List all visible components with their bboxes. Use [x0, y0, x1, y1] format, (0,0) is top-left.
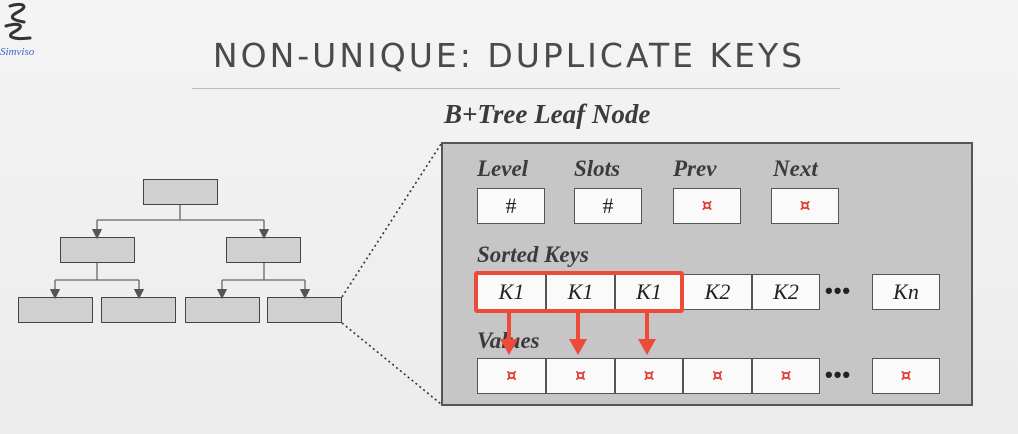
value-cell: ¤: [683, 358, 752, 394]
key-cell: Kn: [872, 274, 940, 310]
key-label: K1: [498, 279, 525, 304]
value-cell: ¤: [477, 358, 546, 394]
value-cell: ¤: [752, 358, 820, 394]
value-pointer-icon: ¤: [712, 366, 723, 386]
prev-pointer-icon: ¤: [701, 196, 713, 216]
value-pointer-icon: ¤: [780, 366, 792, 386]
prev-pointer-cell: ¤: [673, 188, 741, 224]
value-pointer-icon: ¤: [575, 366, 586, 386]
sorted-keys-label: Sorted Keys: [477, 242, 589, 267]
keys-ellipsis: •••: [825, 278, 852, 303]
level-header: Level: [477, 156, 529, 181]
prev-header: Prev: [673, 156, 717, 181]
next-pointer-cell: ¤: [771, 188, 839, 224]
values-ellipsis: •••: [825, 362, 852, 387]
tree-root-node: [143, 179, 218, 205]
value-cell: ¤: [546, 358, 615, 394]
slots-value: #: [602, 193, 614, 218]
next-pointer-icon: ¤: [799, 196, 811, 216]
key-label: Kn: [893, 279, 919, 304]
key-label: K2: [773, 279, 799, 304]
next-header: Next: [773, 156, 818, 181]
key-label: K1: [636, 279, 662, 304]
value-pointer-icon: ¤: [900, 366, 912, 386]
simviso-logo: Simviso: [0, 0, 60, 70]
slots-cell: #: [574, 188, 642, 224]
tree-edges: [49, 205, 311, 300]
logo-mark-icon: [4, 2, 32, 40]
logo-text: Simviso: [0, 46, 35, 58]
slide-title: NON-UNIQUE: DUPLICATE KEYS: [212, 36, 806, 75]
level-value: #: [505, 193, 517, 218]
key-label: K2: [704, 279, 731, 304]
key-cell: K2: [752, 274, 820, 310]
slots-header: Slots: [574, 156, 621, 181]
value-pointer-icon: ¤: [643, 366, 655, 386]
value-cell: ¤: [615, 358, 683, 394]
duplicate-keys-highlight: [474, 271, 684, 313]
value-cell: ¤: [872, 358, 940, 394]
value-pointer-icon: ¤: [506, 366, 517, 386]
leaf-node-title: B+Tree Leaf Node: [444, 99, 651, 129]
level-cell: #: [477, 188, 545, 224]
duplicate-key-arrows: [500, 313, 656, 355]
key-cell: K1: [477, 274, 546, 310]
title-divider: [192, 88, 840, 89]
key-label: K1: [567, 279, 594, 304]
zoom-connector: [341, 143, 442, 405]
